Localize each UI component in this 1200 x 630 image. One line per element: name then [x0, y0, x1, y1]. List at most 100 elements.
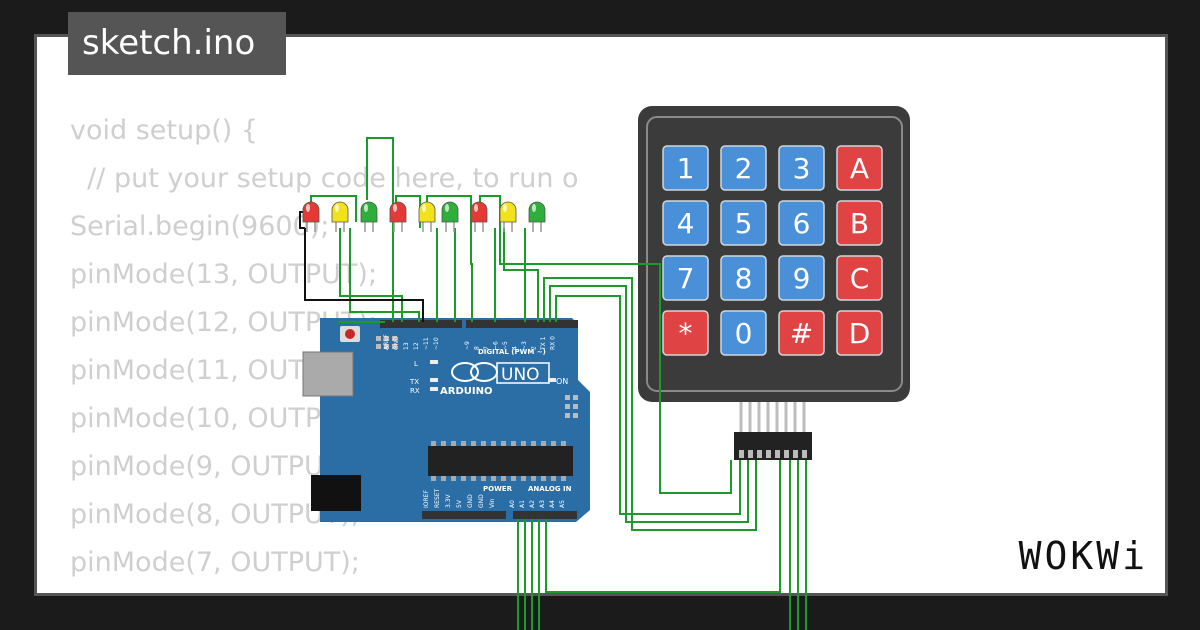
- chip-pin: [561, 476, 566, 481]
- keypad-key-label: A: [850, 152, 869, 185]
- wire-led-loop: [366, 137, 394, 322]
- chip-pin: [461, 441, 466, 446]
- bottom-pin-label: RESET: [434, 488, 441, 508]
- indicator-led: [430, 378, 438, 382]
- chip-pin: [431, 476, 436, 481]
- keypad-key-label: 6: [793, 207, 811, 240]
- led-highlight: [393, 204, 397, 212]
- icsp-pin: [384, 344, 389, 349]
- keypad-key-face: [720, 310, 767, 356]
- rx-label: RX: [410, 387, 420, 395]
- keypad-key-face: [836, 310, 883, 356]
- wire-led-green-3a: [503, 228, 539, 322]
- keypad-key-label: #: [790, 317, 813, 350]
- keypad-key-face: [778, 255, 825, 301]
- keypad-key-face: [662, 310, 709, 356]
- keypad-key-A: A: [836, 145, 883, 191]
- keypad-key-label: 1: [677, 152, 695, 185]
- led-green: [441, 201, 459, 232]
- tx-label: TX: [409, 378, 419, 386]
- wire-led-yellow-1: [339, 228, 403, 322]
- bottom-pin-label: GND: [478, 494, 485, 508]
- keypad-connector-pin: [784, 450, 789, 458]
- keypad-key-label: 5: [735, 207, 753, 240]
- header-top-right: [466, 320, 578, 328]
- reset-button-cap: [345, 329, 355, 339]
- chip-pin: [541, 476, 546, 481]
- led-yellow: [418, 201, 436, 232]
- chip-pin: [491, 441, 496, 446]
- keypad-key-D: D: [836, 310, 883, 356]
- led-green: [528, 201, 546, 232]
- uno-box: [496, 362, 550, 384]
- chip-pin: [461, 476, 466, 481]
- led-highlight: [445, 204, 449, 212]
- led-highlight: [422, 204, 426, 212]
- led-yellow: [499, 201, 517, 232]
- bottom-pin-label: A0: [509, 500, 516, 508]
- keypad-key-3: 3: [778, 145, 825, 191]
- bottom-pin-label: A5: [559, 500, 566, 508]
- icsp-pin: [565, 413, 570, 418]
- wire-led-red-3: [470, 228, 473, 322]
- power-label: POWER: [483, 485, 513, 493]
- led-body: [389, 201, 407, 223]
- l-label: L: [414, 360, 418, 368]
- keypad-border: [646, 116, 903, 392]
- usb-port: [302, 351, 354, 397]
- keypad-key-label: D: [849, 317, 871, 350]
- keypad-key-4: 4: [662, 200, 709, 246]
- top-pin-label: ~11: [423, 337, 430, 350]
- led-body: [528, 201, 546, 223]
- chip-pin: [471, 476, 476, 481]
- bottom-pin-label: A1: [519, 500, 526, 508]
- chip-pin: [521, 441, 526, 446]
- icsp-pin: [384, 336, 389, 341]
- led-yellow: [331, 201, 349, 232]
- keypad-key-label: 0: [735, 317, 753, 350]
- bottom-pin-label: Vin: [489, 498, 496, 508]
- led-highlight: [364, 204, 368, 212]
- keypad-key-face: [662, 255, 709, 301]
- chip-pin: [441, 476, 446, 481]
- code-line: pinMode(7, OUTPUT);: [70, 547, 360, 578]
- top-pin-label: 7: [483, 346, 490, 350]
- led-highlight: [532, 204, 536, 212]
- arduino-brand: ARDUINO: [440, 386, 492, 397]
- keypad-key-label: 2: [735, 152, 753, 185]
- chip-pin: [531, 476, 536, 481]
- icsp-pin: [573, 404, 578, 409]
- chip-pin: [441, 441, 446, 446]
- led-body: [499, 201, 517, 223]
- code-line: pinMode(13, OUTPUT);: [70, 259, 378, 290]
- led-highlight: [306, 204, 310, 212]
- keypad-key-label: 7: [677, 262, 695, 295]
- microcontroller-chip: [428, 446, 573, 476]
- bottom-pin-label: A2: [529, 500, 536, 508]
- icsp-pin: [573, 413, 578, 418]
- keypad-key-label: 4: [677, 207, 695, 240]
- led-body: [441, 201, 459, 223]
- chip-pin: [531, 441, 536, 446]
- led-highlight: [335, 204, 339, 212]
- keypad-key-label: 8: [735, 262, 753, 295]
- indicator-led: [548, 378, 556, 382]
- chip-pin: [481, 476, 486, 481]
- top-pin-label: AREF: [383, 334, 390, 350]
- keypad-key-7: 7: [662, 255, 709, 301]
- keypad-key-9: 9: [778, 255, 825, 301]
- chip-pin: [451, 441, 456, 446]
- keypad-key-label: *: [679, 317, 693, 350]
- wire-keypad-4: [640, 263, 732, 494]
- keypad-key-label: 9: [793, 262, 811, 295]
- code-line: // put your setup code here, to run o: [70, 163, 579, 194]
- chip-pin: [501, 441, 506, 446]
- chip-pin: [521, 476, 526, 481]
- wire-to-keypad-row: [479, 195, 640, 265]
- icsp-pin: [565, 404, 570, 409]
- top-pin-label: TX 1: [540, 336, 547, 351]
- keypad-connector-pin: [775, 450, 780, 458]
- keypad-connector-pin: [757, 450, 762, 458]
- top-pin-label: 13: [403, 342, 410, 350]
